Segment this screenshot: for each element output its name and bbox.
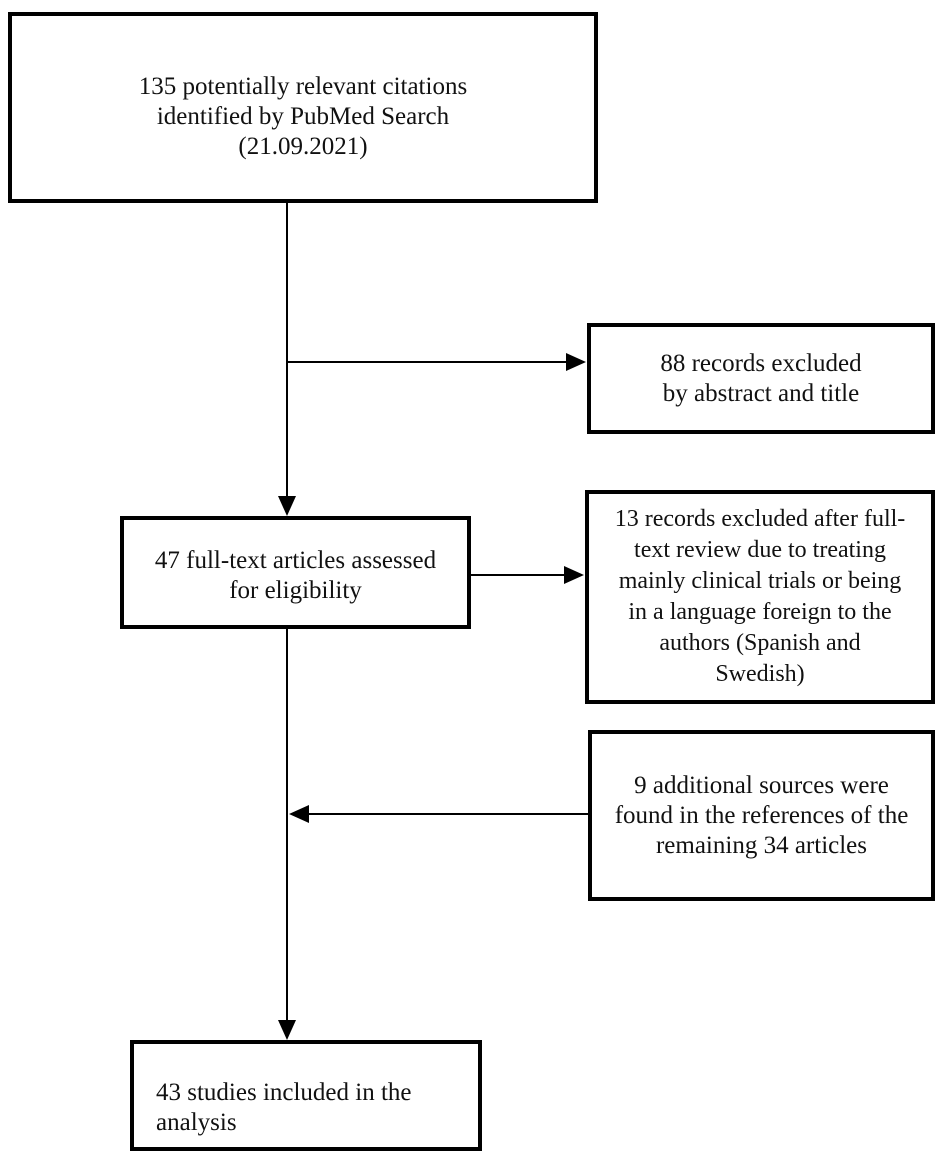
box-text-line: 43 studies included in the [156,1078,412,1106]
box-text-line: by abstract and title [662,379,860,407]
box-text-line: 47 full-text articles assessed [154,546,437,574]
arrow-fulltext-to-excluded-fulltext [471,566,584,584]
box-text-line: found in the references of the [614,801,909,829]
box-text-line: for eligibility [229,576,362,604]
arrow-to-excluded-abstract [287,353,586,371]
flow-box-included: 43 studies included in the analysis [130,1040,482,1151]
arrow-fulltext-to-included [278,629,296,1040]
box-text-line: remaining 34 articles [655,831,868,859]
box-text-line: analysis [156,1108,237,1136]
box-text-line: 9 additional sources were [634,771,889,799]
box-text-line: mainly clinical trials or being [618,568,902,594]
box-text-line: text review due to treating [634,537,886,563]
flow-box-identified: 135 potentially relevant citations ident… [8,12,598,203]
flow-box-additional-sources: 9 additional sources were found in the r… [588,730,935,901]
arrow-identified-to-fulltext [278,202,296,516]
flow-box-excluded-fulltext: 13 records excluded after full- text rev… [585,490,935,704]
arrow-additional-to-trunk [289,805,588,823]
box-text-line: 88 records excluded [660,349,862,377]
box-text-line: 135 potentially relevant citations [138,72,468,100]
box-text-line: (21.09.2021) [238,132,368,160]
box-text-line: identified by PubMed Search [156,102,450,130]
box-text-line: Swedish) [715,661,805,687]
box-text-line: in a language foreign to the [628,599,892,625]
box-text-line: authors (Spanish and [659,630,861,656]
box-text-line: 13 records excluded after full- [614,506,906,532]
flow-box-excluded-abstract: 88 records excluded by abstract and titl… [587,323,935,434]
flow-box-fulltext-assessed: 47 full-text articles assessed for eligi… [120,516,471,629]
